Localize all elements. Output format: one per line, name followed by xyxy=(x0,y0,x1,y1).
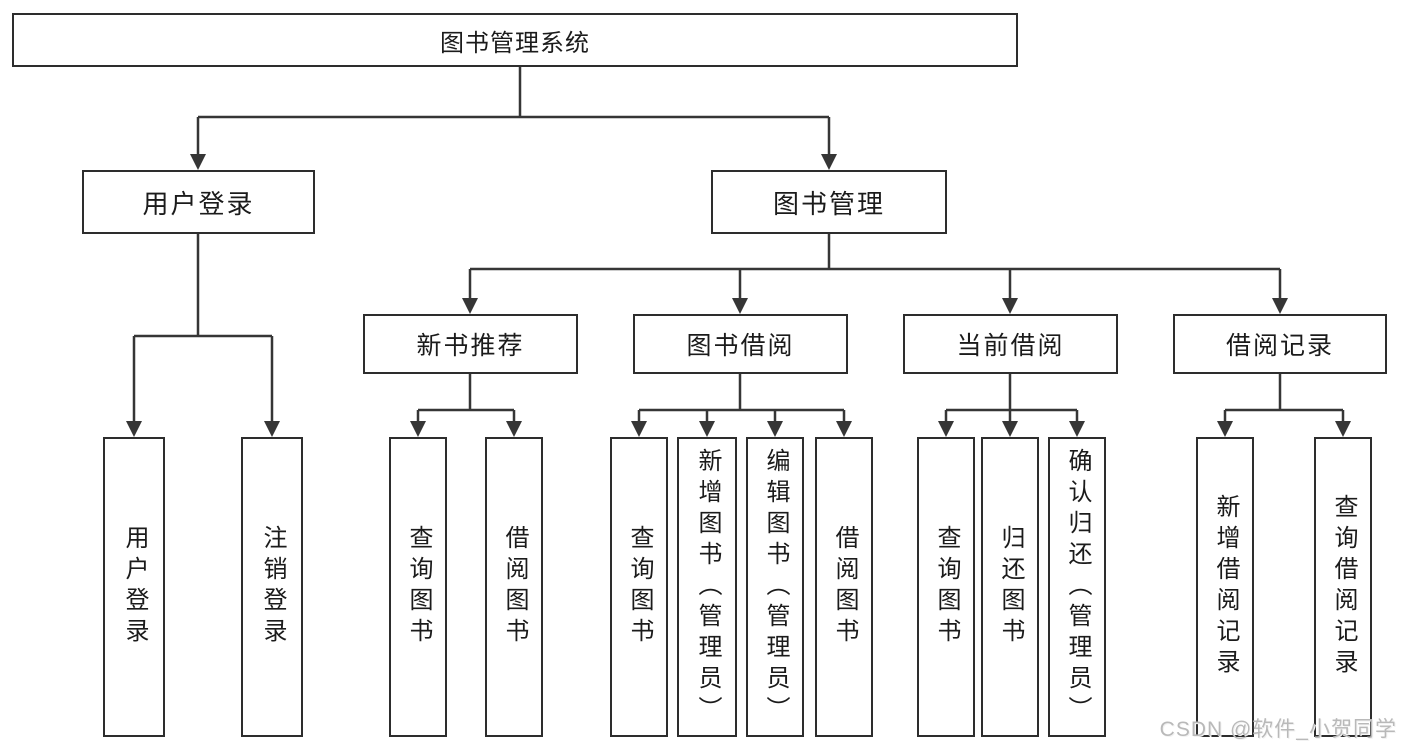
node-label: 查询图书 xyxy=(626,525,653,649)
leaf-query-borrow-record: 查询借阅记录 xyxy=(1314,437,1372,737)
leaf-logout: 注销登录 xyxy=(241,437,303,737)
node-label: 用户登录 xyxy=(121,525,148,649)
node-label: 借阅记录 xyxy=(1225,332,1334,360)
node-label: 图书管理系统 xyxy=(440,29,590,57)
node-library-management-system: 图书管理系统 xyxy=(12,13,1018,67)
leaf-query-books-borrowing: 查询图书 xyxy=(610,437,668,737)
node-label: 确认归还（管理员） xyxy=(1064,447,1091,727)
leaf-query-books-current: 查询图书 xyxy=(917,437,975,737)
leaf-add-borrow-record: 新增借阅记录 xyxy=(1196,437,1254,737)
node-label: 当前借阅 xyxy=(956,332,1065,360)
node-label: 查询图书 xyxy=(405,525,432,649)
node-label: 图书借阅 xyxy=(686,332,795,360)
node-label: 新增借阅记录 xyxy=(1212,494,1239,680)
leaf-borrow-books: 借阅图书 xyxy=(815,437,873,737)
node-label: 用户登录 xyxy=(142,188,255,219)
node-user-login: 用户登录 xyxy=(82,170,315,234)
node-label: 新书推荐 xyxy=(416,332,525,360)
node-current-borrowing: 当前借阅 xyxy=(903,314,1118,374)
node-label: 借阅图书 xyxy=(831,525,858,649)
node-label: 注销登录 xyxy=(259,525,286,649)
node-label: 归还图书 xyxy=(997,525,1024,649)
leaf-query-books-recommend: 查询图书 xyxy=(389,437,447,737)
node-label: 查询借阅记录 xyxy=(1330,494,1357,680)
node-new-book-recommend: 新书推荐 xyxy=(363,314,578,374)
node-borrowing-records: 借阅记录 xyxy=(1173,314,1387,374)
node-book-borrowing: 图书借阅 xyxy=(633,314,848,374)
node-label: 借阅图书 xyxy=(501,525,528,649)
node-label: 新增图书（管理员） xyxy=(694,447,721,727)
leaf-return-books: 归还图书 xyxy=(981,437,1039,737)
node-label: 编辑图书（管理员） xyxy=(762,447,789,727)
leaf-add-books-admin: 新增图书（管理员） xyxy=(677,437,737,737)
leaf-edit-books-admin: 编辑图书（管理员） xyxy=(746,437,804,737)
leaf-user-login: 用户登录 xyxy=(103,437,165,737)
leaf-borrow-books-recommend: 借阅图书 xyxy=(485,437,543,737)
node-label: 图书管理 xyxy=(772,188,885,219)
leaf-confirm-return-admin: 确认归还（管理员） xyxy=(1048,437,1106,737)
node-label: 查询图书 xyxy=(933,525,960,649)
node-book-management: 图书管理 xyxy=(711,170,947,234)
